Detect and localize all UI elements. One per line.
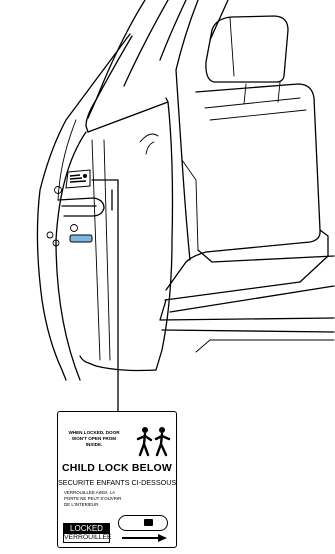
body-frame	[88, 0, 334, 352]
child-lock-title: CHILD LOCK BELOW	[58, 462, 176, 474]
child-lock-title-fr: SECURITE ENFANTS CI-DESSOUS	[58, 478, 176, 487]
children-walking-icon	[136, 426, 172, 458]
locked-indicator: LOCKED VERROUILLEE	[63, 523, 110, 543]
child-lock-switch	[70, 235, 92, 242]
lock-switch-icon	[118, 515, 168, 531]
warning-text-en: WHEN LOCKED, DOOR WON'T OPEN FROM INSIDE…	[66, 430, 122, 448]
child-lock-label: WHEN LOCKED, DOOR WON'T OPEN FROM INSIDE…	[57, 411, 177, 548]
right-arrow-icon	[120, 533, 170, 543]
locked-text-en: LOCKED	[64, 524, 109, 534]
door-warning-sticker	[66, 170, 90, 188]
warning-text-fr: VERROUILLEE AINSI, LA PORTE NE PEUT S'OU…	[64, 490, 124, 508]
locked-text-fr: VERROUILLEE	[64, 534, 109, 542]
rear-seat	[165, 16, 334, 312]
callout-line	[92, 180, 118, 411]
lock-knob	[144, 519, 153, 526]
car-door	[37, 34, 172, 380]
